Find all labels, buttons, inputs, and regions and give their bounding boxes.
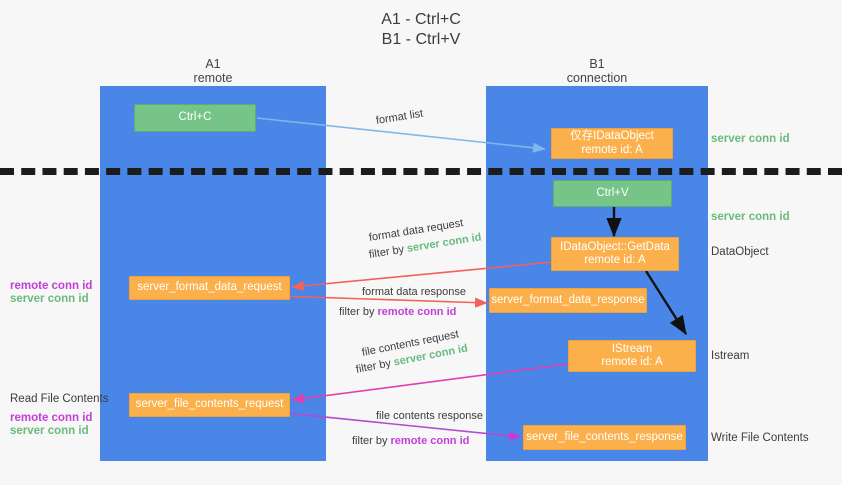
label-server-conn-id-2: server conn id — [10, 425, 89, 437]
filter-prefix-2: filter by — [339, 306, 378, 318]
arrow-label-format-data-response-filter: filter by remote conn id — [339, 305, 456, 319]
box-ctrl-v-label: Ctrl+V — [596, 186, 629, 199]
box-istream[interactable]: IStream remote id: A — [568, 340, 696, 372]
box-server-file-contents-response-label: server_file_contents_response — [526, 430, 683, 443]
box-ctrl-c-label: Ctrl+C — [178, 111, 212, 124]
filter-prefix-3: filter by — [354, 356, 395, 376]
box-getdata-line-2: remote id: A — [584, 254, 646, 266]
box-server-format-data-request[interactable]: server_format_data_request — [129, 276, 290, 300]
label-remote-conn-id-2: remote conn id — [10, 412, 93, 424]
box-server-file-contents-request[interactable]: server_file_contents_request — [129, 393, 290, 417]
box-idataobject[interactable]: 仅存IDataObject remote id: A — [551, 128, 673, 159]
box-idataobject-line-2: remote id: A — [581, 143, 643, 156]
arrow-label-file-contents-response: file contents response — [376, 410, 484, 422]
label-read-file-contents: Read File Contents — [10, 393, 109, 405]
label-server-conn-id-1: server conn id — [10, 293, 89, 305]
divider-dashed-line — [0, 168, 842, 175]
box-server-format-data-response-label: server_format_data_response — [491, 293, 645, 306]
box-idataobject-line-1: 仅存IDataObject — [570, 130, 654, 142]
label-write-file-contents: Write File Contents — [711, 432, 809, 444]
box-server-format-data-response[interactable]: server_format_data_response — [489, 288, 647, 313]
arrow-label-format-data-response: format data response — [362, 286, 466, 298]
box-istream-line-2: remote id: A — [601, 356, 663, 368]
label-server-conn-id-mid: server conn id — [711, 211, 790, 223]
filter-value-2: remote conn id — [377, 306, 457, 318]
box-istream-line-1: IStream — [611, 342, 653, 355]
label-server-conn-id-top: server conn id — [711, 133, 790, 145]
arrow-label-format-list: format list — [375, 107, 425, 127]
box-server-format-data-request-label: server_format_data_request — [137, 281, 282, 294]
box-ctrl-v[interactable]: Ctrl+V — [553, 180, 672, 207]
box-server-file-contents-response[interactable]: server_file_contents_response — [523, 425, 686, 450]
column-header-a1: A1 remote — [120, 57, 306, 85]
title-line-1: A1 - Ctrl+C — [381, 11, 461, 28]
column-header-b1: B1 connection — [506, 57, 688, 85]
label-istream: Istream — [711, 350, 750, 362]
column-header-a1-name: A1 — [205, 57, 221, 71]
box-getdata-line-1: IDataObject::GetData — [560, 240, 670, 253]
label-remote-conn-id-1: remote conn id — [10, 280, 93, 292]
column-header-b1-name: B1 — [589, 57, 605, 71]
box-idataobject-getdata[interactable]: IDataObject::GetData remote id: A — [551, 237, 679, 271]
box-server-file-contents-request-label: server_file_contents_request — [135, 398, 284, 411]
filter-prefix-1: filter by — [368, 243, 408, 261]
page-title: A1 - Ctrl+C B1 - Ctrl+V — [0, 10, 842, 50]
filter-value-4: remote conn id — [390, 435, 470, 447]
arrow-label-file-contents-response-filter: filter by remote conn id — [352, 434, 469, 448]
label-dataobject: DataObject — [711, 246, 769, 258]
title-line-2: B1 - Ctrl+V — [381, 31, 461, 48]
filter-prefix-4: filter by — [352, 435, 391, 447]
column-header-a1-role: remote — [193, 71, 233, 85]
column-header-b1-role: connection — [566, 71, 628, 85]
box-ctrl-c[interactable]: Ctrl+C — [134, 104, 256, 132]
